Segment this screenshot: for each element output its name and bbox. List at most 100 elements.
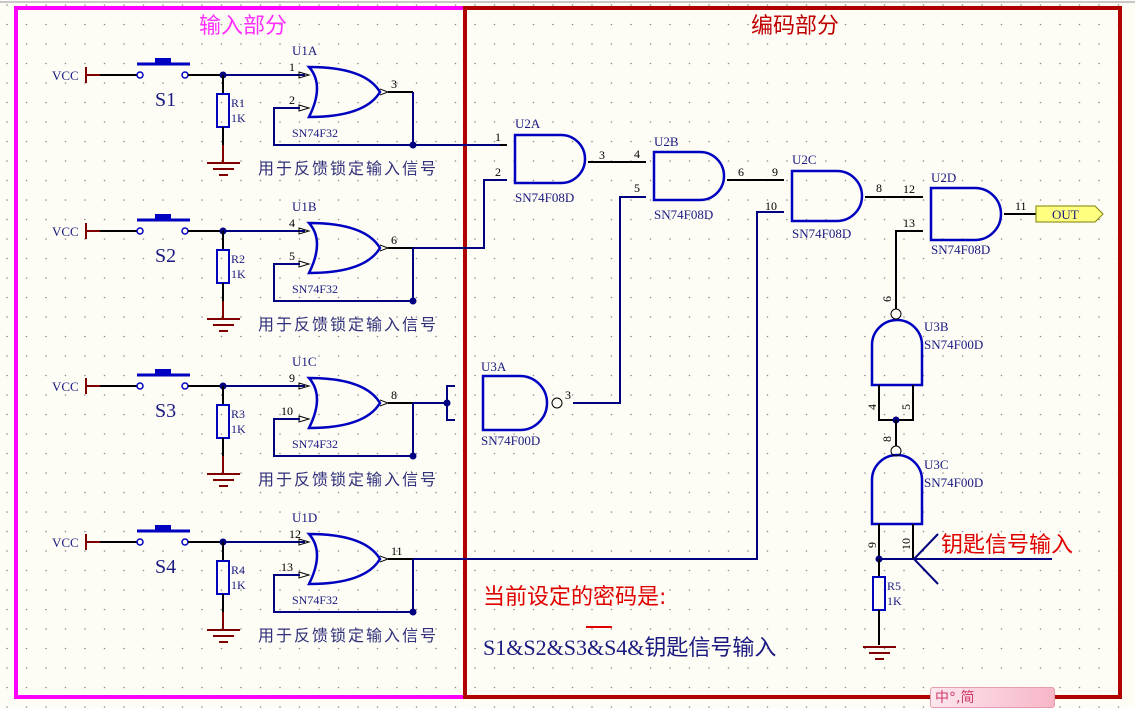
- gate-part: SN74F08D: [931, 242, 990, 257]
- pin-number: 3: [599, 148, 605, 162]
- pin-number: 4: [634, 147, 640, 161]
- or-gate-symbol: [306, 532, 382, 586]
- ime-status-bar[interactable]: 中°,简: [930, 687, 1055, 708]
- pin-number: 5: [289, 249, 295, 263]
- and-gate-symbol: [790, 169, 864, 223]
- password-part: S1&S2&: [483, 635, 564, 660]
- input-section-title: 输入部分: [199, 14, 287, 39]
- switch-contact: [136, 227, 144, 235]
- pin-arrow: [298, 538, 311, 546]
- pushbutton-icon[interactable]: [155, 525, 171, 531]
- pin-number: 1: [495, 130, 501, 144]
- pin-arrow: [298, 382, 311, 390]
- pushbutton-icon[interactable]: [155, 214, 171, 220]
- resistor-ref: R5: [887, 579, 901, 593]
- pin-number: 9: [289, 371, 295, 385]
- and-gate-symbol: [652, 150, 726, 202]
- gate-ref: U1D: [292, 510, 317, 525]
- feedback-note: 用于反馈锁定输入信号: [258, 315, 438, 334]
- gate-u3b: [870, 318, 924, 387]
- ground-icon: [863, 646, 896, 660]
- gate-part: SN74F32: [292, 593, 338, 607]
- or-gate-symbol: [306, 376, 382, 430]
- pin-number: 6: [880, 296, 894, 302]
- gate-part: SN74F08D: [654, 207, 713, 222]
- vcc-label: VCC: [52, 535, 79, 550]
- key-input-label: 钥匙信号输入: [941, 533, 1073, 558]
- vcc-label: VCC: [52, 379, 79, 394]
- ground-icon: [207, 629, 240, 643]
- password-title: 当前设定的密码是:: [483, 585, 666, 610]
- or-gate-symbol: [306, 221, 382, 275]
- pin-number: 6: [738, 165, 744, 179]
- password-inverted-s3: S3: [564, 635, 587, 660]
- encode-section-title: 编码部分: [751, 14, 839, 39]
- gate-u2c: [790, 169, 864, 223]
- pin-number: 11: [391, 544, 403, 558]
- pin-number: 4: [289, 216, 295, 230]
- gate-ref: U3A: [481, 359, 507, 374]
- feedback-note: 用于反馈锁定输入信号: [258, 626, 438, 645]
- resistor-ref: R3: [231, 407, 245, 421]
- switch-label: S3: [155, 400, 176, 422]
- junction-dot: [409, 452, 417, 460]
- out-port-label: OUT: [1052, 207, 1079, 222]
- resistor-ref: R4: [231, 563, 245, 577]
- pin-number: 2: [495, 165, 501, 179]
- wire-u1b-to-u2a: [413, 179, 507, 249]
- gate-u3a: [481, 374, 549, 432]
- pushbutton-icon[interactable]: [155, 58, 171, 64]
- gate-ref: U2B: [654, 134, 679, 149]
- gate-part: SN74F00D: [481, 433, 540, 448]
- password-part: &S4&钥匙信号输入: [587, 635, 776, 660]
- pin-arrow: [298, 227, 311, 235]
- gate-ref: U2A: [515, 116, 541, 131]
- feedback-note: 用于反馈锁定输入信号: [258, 470, 438, 489]
- gate-ref: U1C: [292, 354, 317, 369]
- password-expression: S1&S2&S3&S4&钥匙信号输入: [483, 635, 776, 660]
- pin-number: 8: [391, 388, 397, 402]
- and-gate-symbol: [513, 133, 587, 185]
- wire: [446, 385, 455, 421]
- pushbutton-icon[interactable]: [155, 369, 171, 375]
- ground-icon: [207, 473, 240, 487]
- gate-u2d: [929, 186, 1003, 242]
- switch-label: S4: [155, 556, 176, 578]
- switch-label: S1: [155, 89, 176, 111]
- nand-gate-symbol: [481, 374, 549, 432]
- wire-u3b-to-u2d: [895, 230, 923, 297]
- switch-contact: [136, 382, 144, 390]
- pin-number: 1: [289, 60, 295, 74]
- gate-part: SN74F32: [292, 437, 338, 451]
- inverter-bubble: [551, 397, 563, 409]
- out-port[interactable]: [1035, 205, 1104, 223]
- pin-number: 10: [765, 199, 777, 213]
- ground-icon: [207, 318, 240, 332]
- encode-section-frame: [463, 6, 1122, 699]
- feedback-wire: [273, 248, 414, 302]
- switch-label: S2: [155, 245, 176, 267]
- pin-number: 3: [391, 77, 397, 91]
- gate-ref: U1A: [292, 43, 318, 58]
- pin-number: 5: [899, 404, 913, 410]
- pin-number: 4: [865, 404, 879, 410]
- gate-ref: U2C: [792, 152, 817, 167]
- pin-number: 12: [903, 182, 915, 196]
- pin-number: 12: [289, 527, 301, 541]
- gate-ref: U2D: [931, 170, 956, 185]
- switch-contact: [136, 538, 144, 546]
- switch-contact: [136, 71, 144, 79]
- gate-ref: U3C: [924, 457, 949, 472]
- or-gate-symbol: [306, 65, 382, 119]
- feedback-wire: [273, 92, 414, 146]
- feedback-wire: [273, 403, 414, 457]
- pin-number: 13: [903, 216, 915, 230]
- resistor-ref: R2: [231, 252, 245, 266]
- resistor-ref: R1: [231, 96, 245, 110]
- inverter-bubble: [890, 445, 902, 457]
